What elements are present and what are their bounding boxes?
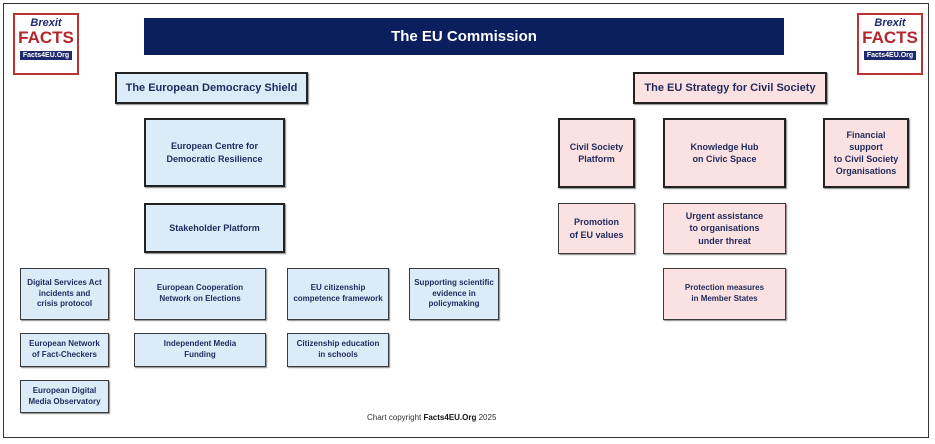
democracy-shield-heading: The European Democracy Shield (115, 72, 308, 104)
copyright-prefix: Chart copyright (367, 413, 424, 422)
ds-item: Supporting scientific evidence in policy… (409, 268, 499, 320)
logo-url: Facts4EU.Org (19, 51, 73, 60)
page-title: The EU Commission (144, 18, 784, 55)
cs-item: Financial support to Civil Society Organ… (823, 118, 909, 188)
cs-item: Civil Society Platform (558, 118, 635, 188)
frame (3, 3, 929, 438)
cs-item: Urgent assistance to organisations under… (663, 203, 786, 254)
logo-brand: Brexit (30, 17, 62, 29)
ds-item: Independent Media Funding (134, 333, 266, 367)
ds-item: Citizenship education in schools (287, 333, 389, 367)
ds-item: European Centre for Democratic Resilienc… (144, 118, 285, 187)
copyright-brand: Facts4EU.Org (423, 413, 477, 422)
logo-facts: FACTS (862, 28, 918, 47)
cs-item: Knowledge Hub on Civic Space (663, 118, 786, 188)
cs-item: Promotion of EU values (558, 203, 635, 254)
brexit-facts-logo-right: Brexit FACTS Facts4EU.Org (857, 13, 923, 75)
ds-item: European Cooperation Network on Election… (134, 268, 266, 320)
civil-society-heading: The EU Strategy for Civil Society (633, 72, 827, 104)
ds-item: Digital Services Act incidents and crisi… (20, 268, 109, 320)
logo-facts: FACTS (18, 28, 74, 47)
ds-item: EU citizenship competence framework (287, 268, 389, 320)
ds-item: European Network of Fact-Checkers (20, 333, 109, 367)
ds-item: Stakeholder Platform (144, 203, 285, 253)
logo-url: Facts4EU.Org (863, 51, 917, 60)
copyright-year: 2025 (476, 413, 497, 422)
cs-item: Protection measures in Member States (663, 268, 786, 320)
copyright: Chart copyright Facts4EU.Org 2025 (367, 413, 496, 422)
ds-item: European Digital Media Observatory (20, 380, 109, 413)
brexit-facts-logo-left: Brexit FACTS Facts4EU.Org (13, 13, 79, 75)
logo-brand: Brexit (874, 17, 906, 29)
